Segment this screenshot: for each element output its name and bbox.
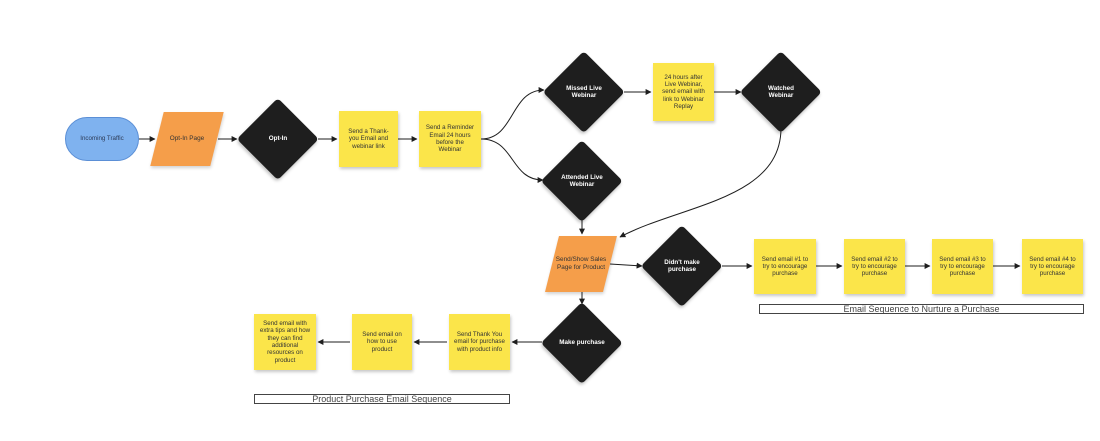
email-3-note[interactable]: Send email #3 to try to encourage purcha… (932, 239, 993, 294)
email-4-label: Send email #4 to try to encourage purcha… (1029, 255, 1076, 278)
didnt-make-purchase-decision[interactable]: Didn't make purchase (641, 225, 723, 307)
opt-in-page-node[interactable]: Opt-In Page (150, 112, 224, 166)
email-1-label: Send email #1 to try to encourage purcha… (761, 255, 809, 278)
make-purchase-decision[interactable]: Make purchase (541, 302, 623, 384)
email-2-label: Send email #2 to try to encourage purcha… (851, 255, 898, 278)
incoming-traffic-node[interactable]: Incoming Traffic (65, 117, 139, 161)
extra-tips-note[interactable]: Send email with extra tips and how they … (254, 314, 316, 370)
how-to-use-label: Send email on how to use product (362, 331, 402, 353)
opt-in-decision[interactable]: Opt-In (237, 98, 319, 180)
arrow-reminder-to-missed (480, 87, 545, 140)
missed-live-webinar-decision[interactable]: Missed Live Webinar (543, 51, 625, 133)
thank-you-purchase-label: Send Thank You email for purchase with p… (454, 331, 505, 353)
product-purchase-caption: Product Purchase Email Sequence (254, 394, 510, 404)
opt-in-page-label: Opt-In Page (169, 135, 205, 143)
email-2-note[interactable]: Send email #2 to try to encourage purcha… (844, 239, 905, 294)
thank-you-purchase-note[interactable]: Send Thank You email for purchase with p… (449, 314, 510, 370)
missed-live-webinar-label: Missed Live Webinar (566, 84, 602, 99)
attended-live-webinar-decision[interactable]: Attended Live Webinar (541, 140, 623, 222)
arrow-watched-to-sales (619, 127, 782, 238)
reminder-email-note[interactable]: Send a Reminder Email 24 hours before th… (419, 111, 481, 167)
arrow-reminder-to-attended (480, 138, 544, 183)
email-3-label: Send email #3 to try to encourage purcha… (939, 255, 986, 278)
didnt-make-purchase-label: Didn't make purchase (664, 258, 700, 273)
sales-page-node[interactable]: Send/Show Sales Page for Product (545, 236, 617, 292)
watched-webinar-decision[interactable]: Watched Webinar (740, 51, 822, 133)
thank-you-email-label: Send a Thank-you Email and webinar link (348, 128, 389, 150)
sales-page-label: Send/Show Sales Page for Product (555, 256, 607, 271)
opt-in-label: Opt-In (268, 135, 288, 143)
product-purchase-caption-text: Product Purchase Email Sequence (312, 394, 452, 404)
email-1-note[interactable]: Send email #1 to try to encourage purcha… (754, 239, 816, 294)
arrow-sales-to-didnt (609, 262, 643, 269)
replay-email-label: 24 hours after Live Webinar, send email … (662, 73, 705, 110)
nurture-sequence-caption-text: Email Sequence to Nurture a Purchase (843, 304, 1000, 314)
attended-live-webinar-label: Attended Live Webinar (561, 173, 603, 188)
replay-email-note[interactable]: 24 hours after Live Webinar, send email … (653, 63, 714, 121)
extra-tips-label: Send email with extra tips and how they … (259, 320, 311, 364)
thank-you-email-note[interactable]: Send a Thank-you Email and webinar link (339, 111, 398, 167)
reminder-email-label: Send a Reminder Email 24 hours before th… (425, 124, 475, 154)
incoming-traffic-label: Incoming Traffic (80, 135, 124, 143)
nurture-sequence-caption: Email Sequence to Nurture a Purchase (759, 304, 1084, 314)
watched-webinar-label: Watched Webinar (767, 84, 794, 99)
how-to-use-note[interactable]: Send email on how to use product (352, 314, 412, 370)
make-purchase-label: Make purchase (559, 339, 605, 347)
email-4-note[interactable]: Send email #4 to try to encourage purcha… (1022, 239, 1083, 294)
